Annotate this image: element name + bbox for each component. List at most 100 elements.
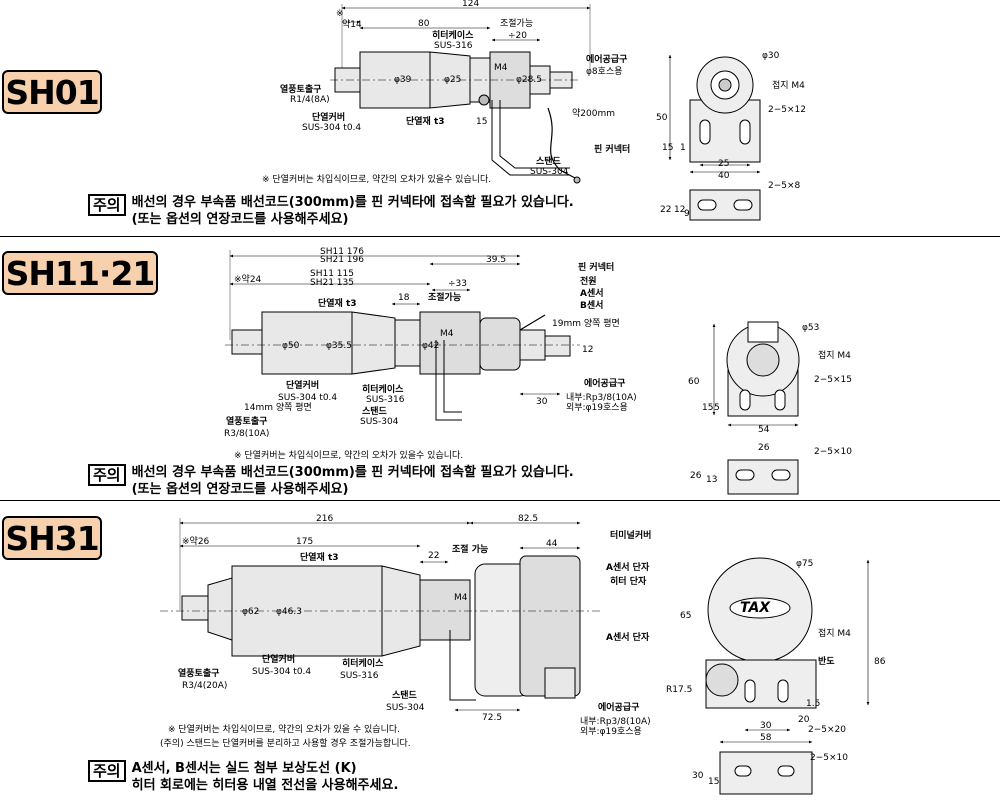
dimension-label: SH21 196 bbox=[320, 255, 364, 265]
dimension-label: 13 bbox=[706, 475, 717, 485]
section-divider bbox=[0, 500, 1000, 501]
dimension-label: 22 bbox=[660, 205, 671, 215]
dimension-label: 26 bbox=[690, 471, 702, 481]
dimension-label: 40 bbox=[718, 171, 730, 181]
dimension-label: 열풍토출구 bbox=[280, 83, 321, 95]
dimension-label: 44 bbox=[546, 539, 558, 549]
dimension-label: M4 bbox=[494, 63, 508, 73]
dimension-label: 내부:Rp3/8(10A) bbox=[580, 716, 651, 727]
dimension-label: 80 bbox=[418, 19, 430, 29]
dimension-label: ※약26 bbox=[182, 535, 210, 547]
dimension-label: 2−5×8 bbox=[768, 181, 801, 191]
caution-sh01: 주의 배선의 경우 부속품 배선코드(300mm)를 핀 커넥타에 접속할 필요… bbox=[88, 194, 574, 228]
dimension-label: A센서 단자 bbox=[606, 561, 650, 573]
dimension-label: R3/8(10A) bbox=[224, 429, 269, 439]
dimension-label: 20 bbox=[798, 715, 810, 725]
dimension-label: 히터케이스 bbox=[432, 29, 474, 41]
dimension-label: 단열재 t3 bbox=[300, 551, 339, 563]
dimension-label: 외부:φ19호스용 bbox=[580, 725, 642, 737]
dimension-label: φ30 bbox=[762, 51, 780, 61]
dimension-label: M4 bbox=[440, 329, 454, 339]
dimension-label: 핀 커넥터 bbox=[594, 143, 630, 155]
dimension-label: φ39 bbox=[394, 75, 412, 85]
dimension-label: 2−5×10 bbox=[814, 447, 852, 457]
dimension-label: M4 bbox=[454, 593, 468, 603]
dimension-label: 외부:φ19호스용 bbox=[566, 401, 628, 413]
dimension-label: SUS-304 t0.4 bbox=[278, 393, 337, 403]
dimension-label: 접지 M4 bbox=[772, 79, 805, 91]
dimension-label: 50 bbox=[656, 113, 668, 123]
dimension-label: 단열커버 bbox=[262, 653, 295, 665]
dimension-label: φ46.3 bbox=[276, 607, 302, 617]
dimension-label: 30 bbox=[760, 721, 772, 731]
dimension-label: 12 bbox=[674, 205, 685, 215]
dimension-label: 15 bbox=[476, 117, 487, 127]
dimension-label: ※ bbox=[336, 9, 344, 19]
dimension-label: A센서 단자 bbox=[606, 631, 650, 643]
dimension-label: SUS-304 t0.4 bbox=[252, 667, 311, 677]
dimension-label: SH21 135 bbox=[310, 278, 354, 288]
dimension-label: SUS-316 bbox=[340, 671, 379, 681]
dimension-label: 단열커버 bbox=[312, 111, 345, 123]
dimension-label: 15 bbox=[702, 403, 713, 413]
dimension-label: φ28.5 bbox=[516, 75, 542, 85]
note-sh31-1: ※ 단열커버는 차입식이므로, 약간의 오차가 있을 수 있습니다. bbox=[168, 725, 401, 735]
dimension-label: 조절 가능 bbox=[452, 543, 488, 555]
dimension-label: 터미널커버 bbox=[610, 529, 651, 541]
dimension-label: 12 bbox=[582, 345, 593, 355]
dimension-label: 스탠드 bbox=[392, 689, 418, 701]
caution-line-1: 배선의 경우 부속품 배선코드(300mm)를 핀 커넥타에 접속할 필요가 있… bbox=[131, 195, 574, 210]
dimension-label: SUS-304 bbox=[386, 703, 425, 713]
caution-tag: 주의 bbox=[88, 194, 126, 216]
dimension-label: 39.5 bbox=[486, 255, 506, 265]
dimension-label: SUS-304 bbox=[360, 417, 399, 427]
dimension-label: 72.5 bbox=[482, 713, 502, 723]
dimension-label: R3/4(20A) bbox=[182, 681, 227, 691]
dimension-label: 약14 bbox=[342, 18, 362, 30]
caution-tag: 주의 bbox=[88, 760, 126, 782]
dimension-label: SUS-304 bbox=[530, 167, 569, 177]
dimension-label: 15 bbox=[708, 777, 719, 787]
dimension-label: 19mm 양쪽 평면 bbox=[552, 318, 620, 329]
dimension-label: 스탠드 bbox=[362, 405, 388, 417]
dimension-label: 단열재 t3 bbox=[406, 115, 445, 127]
model-badge-sh01: SH01 bbox=[2, 70, 102, 114]
model-badge-sh31: SH31 bbox=[2, 516, 102, 560]
dimension-label: 접지 M4 bbox=[818, 627, 851, 639]
dimension-label: φ62 bbox=[242, 607, 259, 617]
dimension-label: 약200mm bbox=[572, 107, 615, 119]
dimension-label: 2−5×12 bbox=[768, 105, 806, 115]
dimension-label: 5 bbox=[714, 403, 720, 413]
dimension-label: 스탠드 bbox=[536, 155, 562, 167]
dimension-label: φ53 bbox=[802, 323, 819, 333]
caution-line-1: A센서, B센서는 실드 첨부 보상도선 (K) bbox=[131, 761, 357, 776]
dimension-label: 30 bbox=[536, 397, 548, 407]
dimension-label: SH11 115 bbox=[310, 269, 354, 279]
dimension-label: 히터케이스 bbox=[362, 383, 404, 395]
dimension-label: 15 bbox=[662, 143, 673, 153]
dimension-label: 에어공급구 bbox=[584, 377, 625, 389]
dimension-label: 2−5×10 bbox=[810, 753, 848, 763]
note-sh01: ※ 단열커버는 차입식이므로, 약간의 오차가 있을수 있습니다. bbox=[262, 175, 492, 185]
caution-sh31: 주의 A센서, B센서는 실드 첨부 보상도선 (K) 히터 회로에는 히터용 … bbox=[88, 760, 398, 794]
dimension-label: 86 bbox=[874, 657, 886, 667]
dimension-label: φ50 bbox=[282, 341, 300, 351]
dimension-label: 175 bbox=[296, 537, 313, 547]
dimension-label: 58 bbox=[760, 733, 772, 743]
dimension-label: 조절가능 bbox=[500, 17, 533, 29]
dimension-label: B센서 bbox=[580, 299, 603, 311]
dimension-label: 9 bbox=[684, 209, 690, 219]
section-divider bbox=[0, 236, 1000, 237]
dimension-label: 22 bbox=[428, 551, 439, 561]
dimension-label: 65 bbox=[680, 611, 691, 621]
dimension-label: ÷33 bbox=[448, 279, 467, 289]
dimension-label: R1/4(8A) bbox=[290, 95, 330, 105]
dimension-label: 에어공급구 bbox=[586, 53, 627, 65]
dimension-label: φ8호스용 bbox=[586, 66, 623, 77]
dimension-label: 82.5 bbox=[518, 514, 538, 524]
dimension-label: SUS-316 bbox=[366, 395, 405, 405]
dimension-label: 54 bbox=[758, 425, 770, 435]
dimension-label: 25 bbox=[718, 159, 729, 169]
dimension-label: 216 bbox=[316, 514, 333, 524]
